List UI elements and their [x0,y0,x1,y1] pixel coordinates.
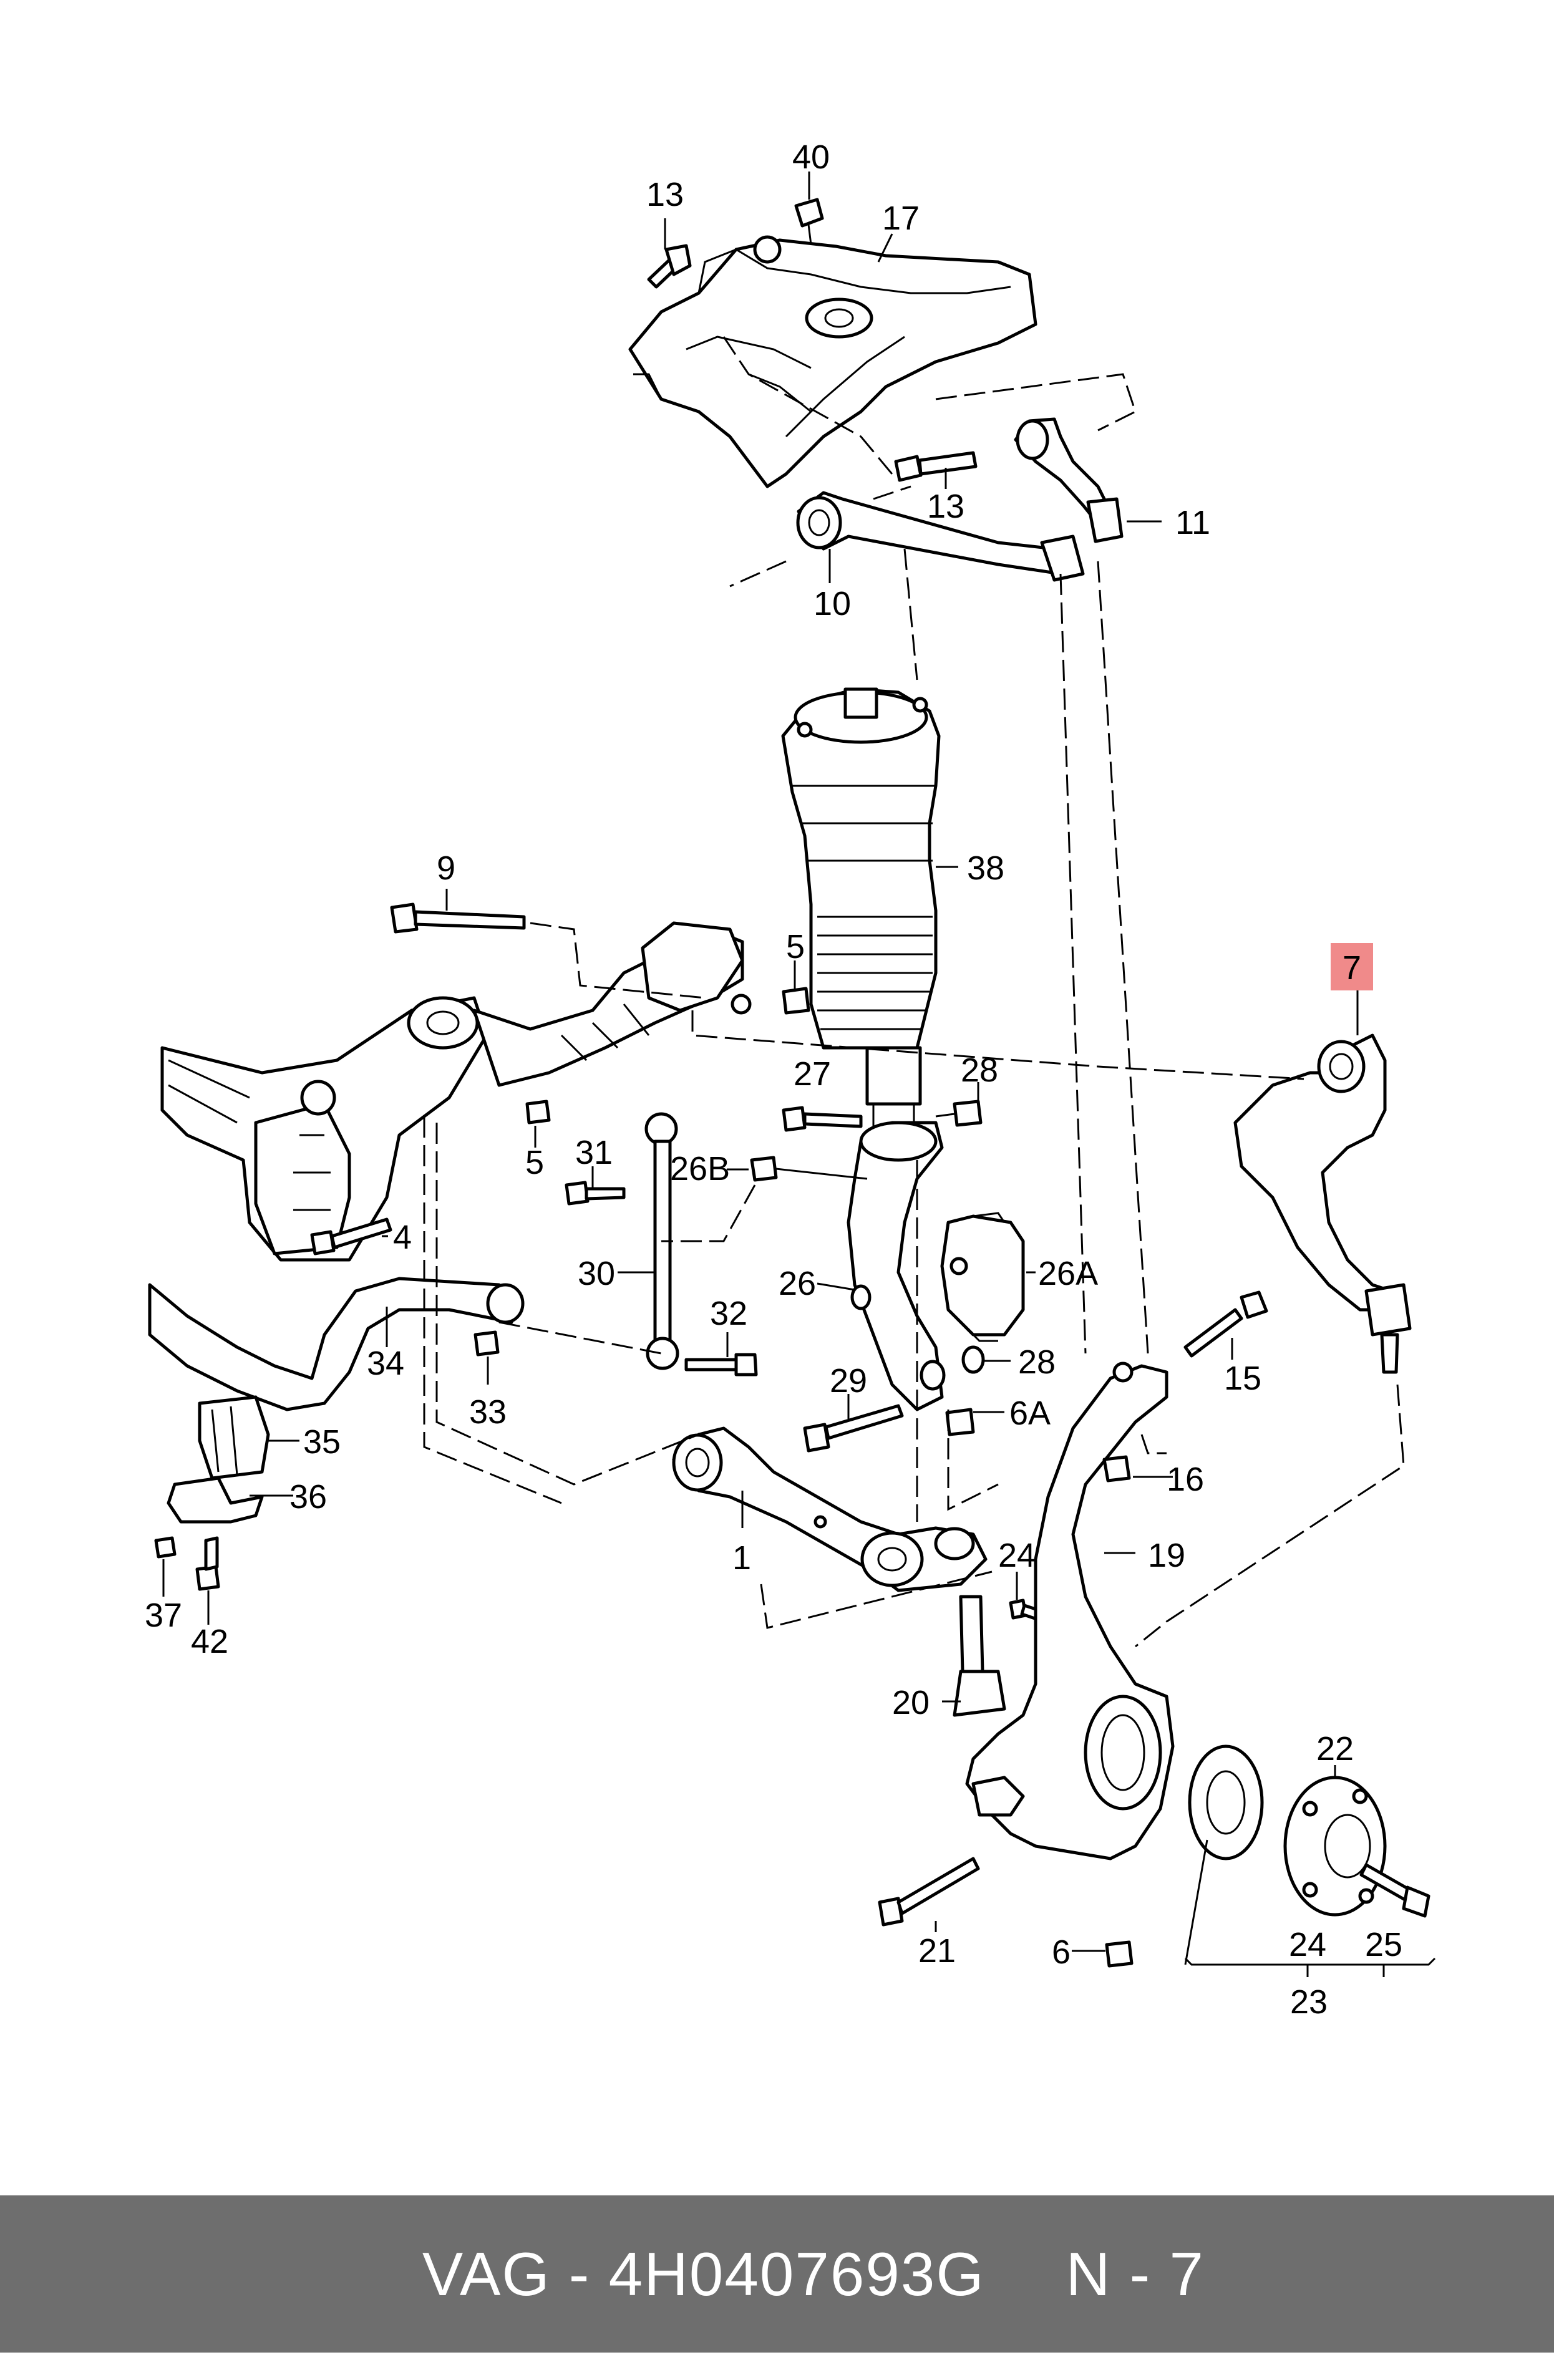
callout-10: 10 [813,585,851,622]
nut-6 [1105,1940,1134,1968]
callout-28-upper: 28 [961,1052,998,1089]
footer-position: N - 7 [1066,2239,1205,2308]
lower-arm-1 [672,1426,988,1592]
callout-23: 23 [1290,1983,1328,2021]
bolt-13-top [647,244,692,289]
callout-34: 34 [367,1345,404,1382]
bolt-15 [1183,1290,1268,1358]
callout-5-upper: 5 [786,928,805,965]
bolt-9 [390,902,526,934]
upper-arm-10 [796,491,1085,582]
knuckle-19 [965,1362,1175,1860]
callout-42: 42 [191,1623,228,1660]
callout-38: 38 [967,849,1004,887]
highlight-marker [1331,943,1373,990]
callout-4: 4 [393,1219,412,1256]
callout-33: 33 [469,1393,507,1431]
nut-28-upper [935,1100,983,1127]
callout-25: 25 [1365,1926,1402,1963]
callout-37: 37 [145,1597,182,1634]
callout-26b: 26B [670,1150,730,1188]
callout-28-lower: 28 [1018,1343,1056,1381]
callout-29: 29 [830,1362,867,1400]
callout-31: 31 [575,1134,613,1171]
parts-diagram: 40 13 17 13 11 10 38 9 5 27 28 5 26B 31 … [145,138,1436,2021]
callout-32: 32 [710,1295,747,1332]
bolt-32 [684,1353,758,1376]
bolt-29 [803,1404,904,1453]
wheel-bearing-24 [1188,1744,1264,1860]
callout-7: 7 [1343,949,1361,987]
bushing-35 [198,1395,270,1480]
bracket-26a [940,1212,1025,1342]
bolt-4 [310,1217,392,1255]
callout-15: 15 [1224,1360,1261,1397]
bolt-25 [1359,1863,1430,1918]
callout-20: 20 [892,1684,930,1721]
fork-26 [847,1121,946,1411]
stabilizer-bar-34 [148,1277,525,1411]
footer-part-number: VAG - 4H0407693G [422,2239,985,2308]
subframe-crossmember [160,921,752,1262]
wheel-hub-22 [1283,1776,1387,1917]
callout-26: 26 [779,1265,816,1302]
callout-9: 9 [437,849,455,887]
callout-13-mid: 13 [927,488,964,525]
clamp-36 [167,1476,264,1524]
nut-16 [1102,1455,1131,1483]
callout-22: 22 [1316,1730,1354,1768]
nut-6a [945,1408,975,1436]
callout-24-mid: 24 [998,1537,1036,1574]
air-strut-38 [781,687,941,1130]
subframe-mount-17 [628,235,1037,488]
nut-40 [794,198,824,245]
callout-40: 40 [792,138,830,176]
callout-36: 36 [289,1478,327,1516]
callout-13-top: 13 [646,176,684,213]
wishbone-7 [1233,1033,1412,1374]
bolt-13-mid [894,451,978,482]
bolt-31 [565,1181,626,1206]
nut-5-upper [782,987,810,1015]
nut-33 [473,1330,500,1357]
callout-26a: 26A [1038,1255,1098,1292]
callout-11: 11 [1175,504,1210,541]
upper-arm-11 [1014,417,1124,543]
nut-5-lower [525,1100,551,1125]
callout-17: 17 [882,200,920,237]
callout-30: 30 [578,1255,615,1292]
footer-bar: VAG - 4H0407693G N - 7 [0,2195,1554,2353]
bolt-42 [195,1536,220,1591]
washer-28-lower [961,1345,985,1374]
callout-1: 1 [732,1539,751,1577]
assembly-dashes [423,336,1405,1648]
callout-6a: 6A [1009,1395,1051,1432]
bolt-21 [878,1857,980,1927]
callout-27: 27 [794,1055,831,1093]
nut-26b [750,1156,868,1182]
callout-labels: 40 13 17 13 11 10 38 9 5 27 28 5 26B 31 … [145,138,1402,2021]
bolt-37 [154,1536,177,1559]
ball-joint-20 [953,1595,1006,1717]
footer-caption: VAG - 4H0407693G N - 7 [349,2169,1205,2380]
callout-16: 16 [1167,1461,1204,1498]
callout-35: 35 [303,1423,341,1461]
leader-lines [162,172,1436,1977]
callout-19: 19 [1148,1537,1185,1574]
bolt-27 [782,1106,863,1132]
callout-21: 21 [918,1932,956,1970]
callout-5-lower: 5 [525,1144,544,1181]
callout-6: 6 [1052,1933,1071,1971]
callout-24-hub: 24 [1289,1926,1326,1963]
